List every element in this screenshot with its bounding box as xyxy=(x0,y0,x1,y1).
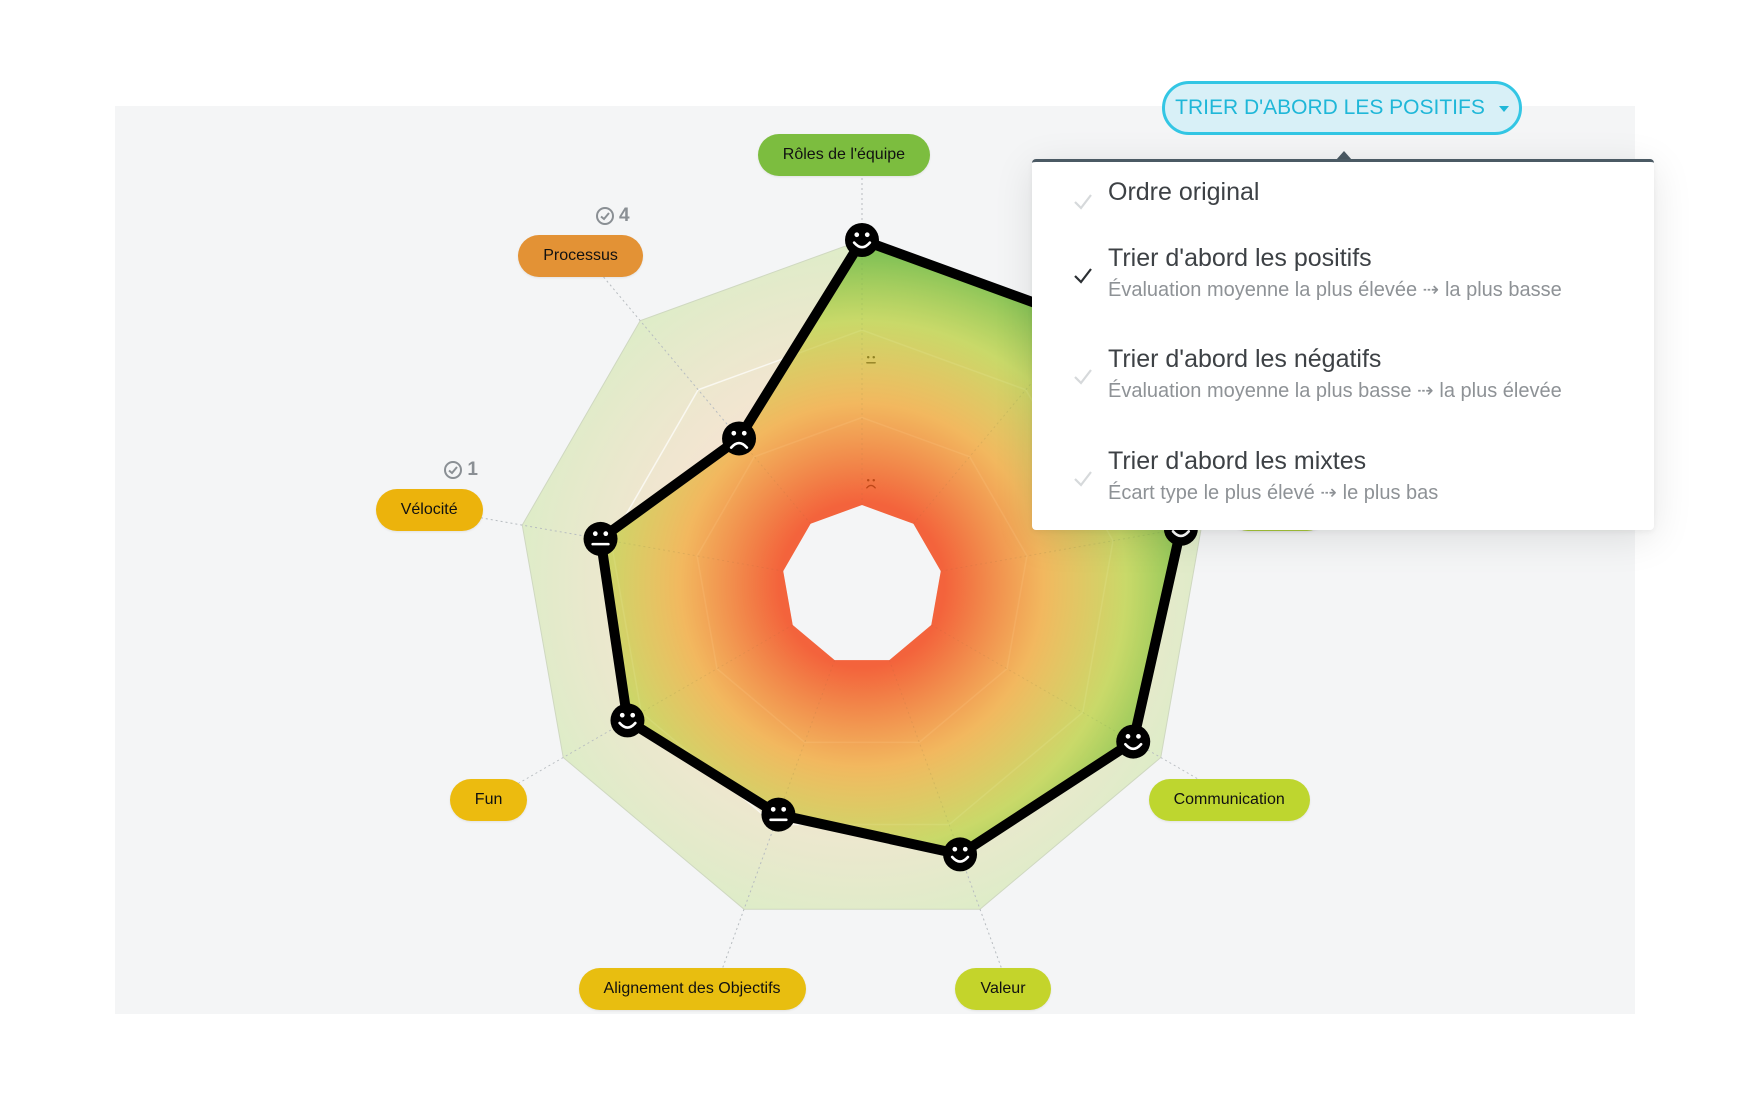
axis-label[interactable]: Processus xyxy=(518,234,643,277)
sort-option-subtitle: Évaluation moyenne la plus élevée ⇢ la p… xyxy=(1108,279,1562,301)
radar-point[interactable] xyxy=(722,421,757,456)
axis-label[interactable]: Alignement des Objectifs xyxy=(578,968,806,1011)
radar-point[interactable] xyxy=(610,703,645,738)
sort-option-subtitle: Évaluation moyenne la plus basse ⇢ la pl… xyxy=(1108,380,1562,402)
caret-down-icon xyxy=(1498,106,1509,112)
sort-option-title: Ordre original xyxy=(1108,178,1260,206)
sort-button-label: TRIER D'ABORD LES POSITIFS xyxy=(1175,96,1485,119)
check-icon xyxy=(1074,268,1092,284)
radar-point[interactable] xyxy=(1116,724,1151,759)
axis-label[interactable]: Vélocité xyxy=(375,489,483,532)
check-circle-icon xyxy=(444,461,463,480)
badge-count: 4 xyxy=(619,204,630,226)
radar-point[interactable] xyxy=(845,223,879,257)
sort-dropdown-menu: Ordre original Trier d'abord les positif… xyxy=(1032,159,1654,530)
sad-smiley-icon xyxy=(722,421,757,456)
check-icon xyxy=(1074,471,1092,487)
sort-option-mixed[interactable]: Trier d'abord les mixtes Écart type le p… xyxy=(1032,445,1654,511)
sort-option-title: Trier d'abord les positifs xyxy=(1108,244,1372,272)
checked-count-badge: 1 xyxy=(443,459,478,481)
happy-smiley-icon xyxy=(845,223,879,257)
axis-label[interactable]: Valeur xyxy=(955,968,1051,1011)
radar-point[interactable] xyxy=(761,797,796,832)
checked-count-badge: 4 xyxy=(595,205,630,227)
axis-label[interactable]: Fun xyxy=(449,779,528,821)
happy-smiley-icon xyxy=(1116,724,1151,759)
radar-point[interactable] xyxy=(583,521,618,556)
check-icon xyxy=(1074,369,1092,385)
sort-option-subtitle: Écart type le plus élevé ⇢ le plus bas xyxy=(1108,482,1439,504)
sort-option-negative[interactable]: Trier d'abord les négatifs Évaluation mo… xyxy=(1032,343,1654,409)
check-icon xyxy=(1074,194,1092,210)
sort-option-positive[interactable]: Trier d'abord les positifs Évaluation mo… xyxy=(1032,242,1654,308)
neutral-smiley-icon xyxy=(761,797,796,832)
sort-option-title: Trier d'abord les mixtes xyxy=(1108,447,1367,475)
sort-option-original[interactable]: Ordre original xyxy=(1032,176,1654,226)
neutral-smiley-icon xyxy=(583,521,618,556)
badge-count: 1 xyxy=(467,459,478,481)
axis-label[interactable]: Rôles de l'équipe xyxy=(757,134,931,176)
sort-option-title: Trier d'abord les négatifs xyxy=(1108,345,1382,373)
dropdown-pointer xyxy=(1336,151,1352,160)
axis-label[interactable]: Communication xyxy=(1148,779,1310,821)
radar-point[interactable] xyxy=(943,837,978,872)
happy-smiley-icon xyxy=(610,703,645,738)
check-circle-icon xyxy=(596,206,614,225)
happy-smiley-icon xyxy=(943,837,978,872)
sort-dropdown-button[interactable]: TRIER D'ABORD LES POSITIFS xyxy=(1162,81,1522,135)
